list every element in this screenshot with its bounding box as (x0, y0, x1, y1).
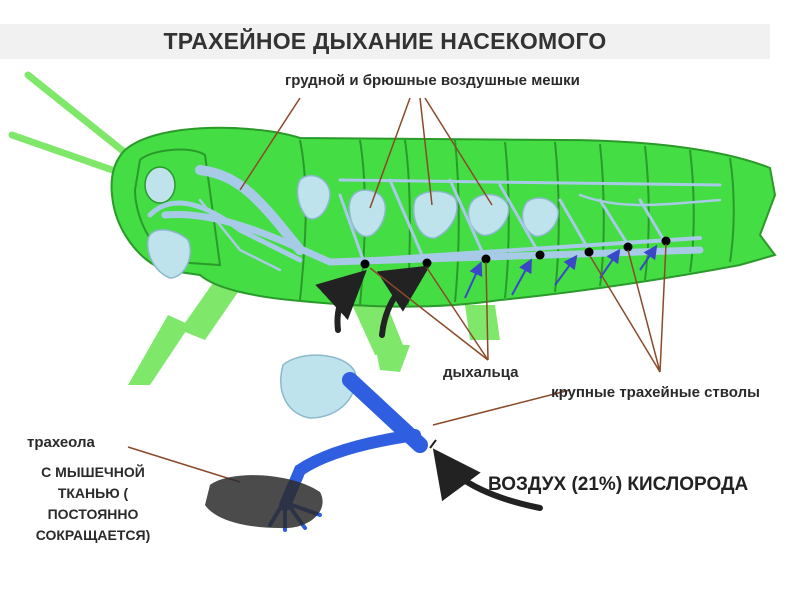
label-air-sacs: грудной и брюшные воздушные мешки (285, 72, 580, 89)
spiracle-dot (535, 250, 545, 260)
spiracle-dot (584, 247, 594, 257)
spiracle-dot (661, 236, 671, 246)
air-sac-shape (348, 189, 387, 237)
spiracle-dot (422, 258, 432, 268)
air-sac-shape (521, 197, 559, 237)
label-spiracles: дыхальца (443, 364, 519, 381)
spiracle-dot (360, 259, 370, 269)
muscle-tissue (205, 475, 323, 529)
trachea-tube (279, 429, 421, 511)
spiracle-dot (481, 254, 491, 264)
tracheal-network (147, 165, 722, 272)
air-sac-shape (296, 174, 331, 220)
air-sacs (147, 174, 559, 279)
eye (144, 166, 176, 204)
hind-legs (128, 280, 500, 385)
page-title: ТРАХЕЙНОЕ ДЫХАНИЕ НАСЕКОМОГО (0, 24, 770, 59)
pointer-lines (127, 97, 667, 483)
air-sac-shape (413, 190, 458, 239)
air-sac-shape (280, 354, 357, 419)
curved-arrow-icon (315, 265, 431, 338)
label-tracheole: трахеола (27, 434, 95, 451)
small-air-arrows (464, 244, 658, 299)
spiracle-dot (623, 242, 633, 252)
tracheole-inset (205, 354, 543, 532)
air-sac-shape (147, 229, 191, 279)
label-muscle-tissue: С МЫШЕЧНОЙ ТКАНЬЮ ( ПОСТОЯННО СОКРАЩАЕТС… (35, 464, 151, 543)
label-tracheal-trunks: крупные трахейные стволы (551, 384, 760, 401)
label-air-oxygen: ВОЗДУХ (21%) КИСЛОРОДА (488, 474, 749, 495)
curved-arrow-icon (432, 448, 543, 511)
antennae (8, 71, 132, 176)
spiracles (360, 236, 671, 269)
